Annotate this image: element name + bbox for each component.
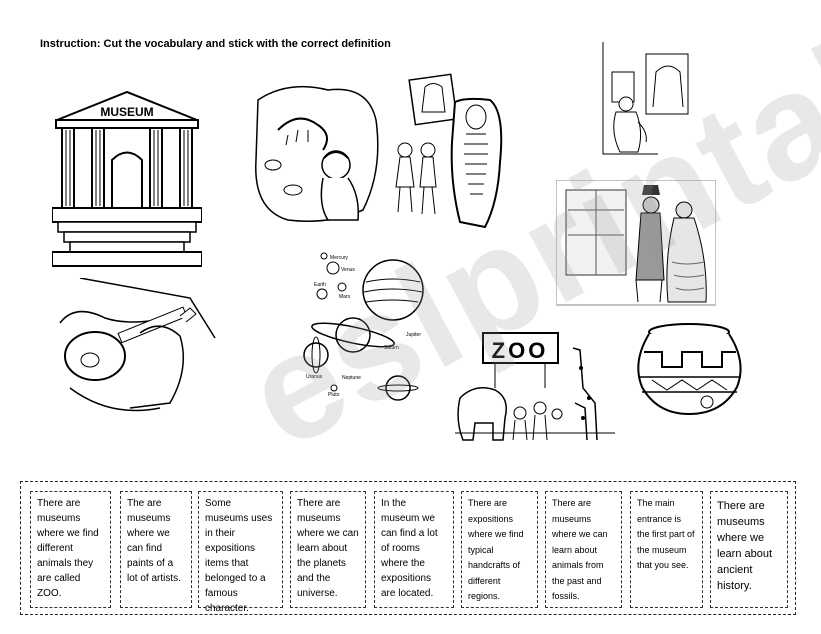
museum-building-picture: MUSEUM — [52, 90, 202, 267]
definition-card-zoo: There are museums where we find differen… — [30, 491, 111, 608]
paintings-picture — [556, 180, 716, 306]
pluto-label: Pluto — [328, 392, 340, 398]
mercury-label: Mercury — [330, 255, 349, 261]
definition-card-ancient-history: There are museums where we learn about a… — [710, 491, 788, 608]
definition-card-fossils: There are museums where we can learn abo… — [545, 491, 622, 608]
neptune-label: Neptune — [342, 375, 361, 381]
definition-card-planets: There are museums where we can learn abo… — [290, 491, 366, 608]
venus-label: Venus — [341, 267, 355, 273]
solar-system-picture: Mercury Venus Earth Mars Jupiter Saturn … — [303, 252, 424, 401]
definition-card-rooms: In the museum we can find a lot of rooms… — [374, 491, 454, 608]
mars-label: Mars — [339, 294, 351, 300]
zoo-picture: ZOO — [455, 332, 615, 441]
zoo-sign: ZOO — [492, 338, 549, 363]
definition-card-famous-character: Some museums uses in their expositions i… — [198, 491, 283, 614]
fossil-picture — [255, 85, 379, 222]
definition-card-handcrafts: There are expositions where we find typi… — [461, 491, 538, 608]
uranus-label: Uranus — [306, 374, 323, 380]
definition-card-art: The are museums where we can find paints… — [120, 491, 192, 608]
earth-label: Earth — [314, 282, 326, 288]
pottery-picture — [637, 323, 742, 416]
history-display-picture — [602, 42, 689, 155]
jupiter-label: Jupiter — [406, 332, 421, 338]
instruction-text: Instruction: Cut the vocabulary and stic… — [40, 38, 391, 50]
saturn-label: Saturn — [384, 345, 399, 351]
cut-out-strip — [20, 481, 796, 615]
definition-card-entrance: The main entrance is the first part of t… — [630, 491, 703, 608]
museum-sign: MUSEUM — [100, 105, 153, 119]
guitar-picture — [59, 278, 216, 412]
mummy-picture — [395, 73, 503, 229]
